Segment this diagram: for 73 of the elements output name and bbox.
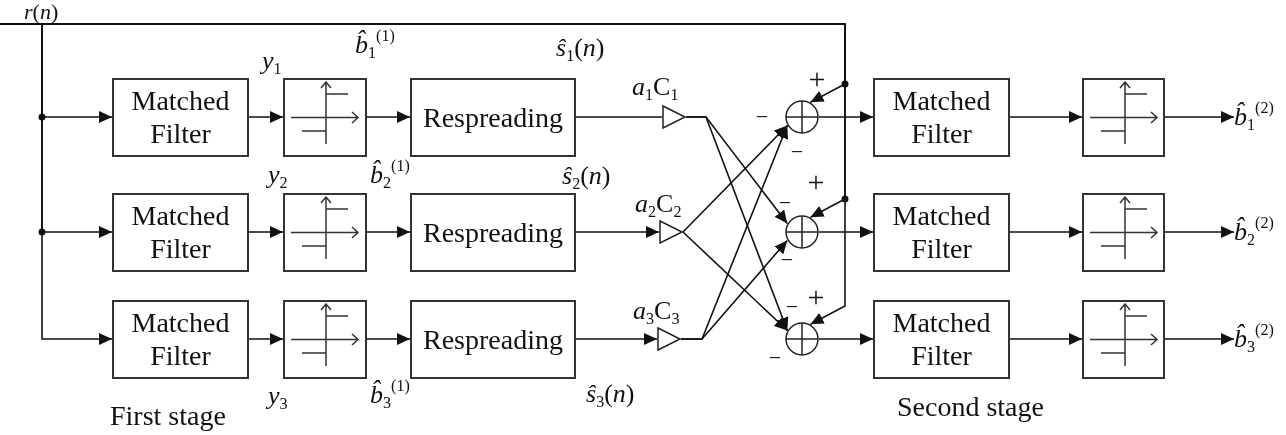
arrow xyxy=(575,226,660,238)
limiter-box xyxy=(283,77,367,157)
box-text: Respreading xyxy=(423,100,563,134)
box-text: Matched Filter xyxy=(891,199,992,265)
sign-label: + xyxy=(807,167,825,197)
arrow xyxy=(1009,333,1083,345)
stage-caption: First stage xyxy=(110,400,226,432)
amplifier-triangle xyxy=(657,327,681,351)
sign-label: − xyxy=(755,108,769,126)
sign-label: + xyxy=(808,64,826,94)
signal-label: ŝ$_{2}$(n) xyxy=(562,161,611,191)
signal-label: y$_{2}$ xyxy=(268,160,288,190)
signal-label: y$_{1}$ xyxy=(262,46,282,76)
arrow xyxy=(248,333,284,345)
sign-label: − xyxy=(768,349,782,367)
limiter-box xyxy=(1082,299,1165,379)
arrow xyxy=(818,226,874,238)
process-box xyxy=(410,77,576,157)
stage-caption: Second stage xyxy=(897,391,1044,423)
arrow xyxy=(1009,111,1083,123)
sign-label: − xyxy=(790,143,804,161)
process-box xyxy=(410,299,576,379)
arrow xyxy=(682,231,789,332)
sign-label: + xyxy=(807,282,825,312)
box-text: Matched Filter xyxy=(891,306,992,372)
summing-junction xyxy=(785,322,819,356)
arrow xyxy=(680,239,789,340)
signal-label: ŝ$_{1}$(n) xyxy=(556,33,605,63)
limiter-box xyxy=(1082,192,1165,272)
arrow xyxy=(682,124,789,233)
box-text: Matched Filter xyxy=(130,306,231,372)
gain-label: a$_{1}$C$_{1}$ xyxy=(632,72,679,102)
sign-label: − xyxy=(780,251,794,269)
box-text: Respreading xyxy=(423,322,563,356)
summing-junction xyxy=(785,100,819,134)
gain-label: a$_{2}$C$_{2}$ xyxy=(635,189,682,219)
arrow xyxy=(1009,226,1083,238)
signal-label: r(n) xyxy=(24,0,59,23)
process-box xyxy=(873,299,1010,379)
signal-label: ŝ$_{3}$(n) xyxy=(586,379,635,409)
arrow xyxy=(818,333,874,345)
process-box xyxy=(112,299,249,379)
gain-label: a$_{3}$C$_{3}$ xyxy=(633,296,680,326)
box-text: Respreading xyxy=(423,215,563,249)
arrow xyxy=(366,226,411,238)
box-text: Matched Filter xyxy=(891,84,992,150)
process-box xyxy=(112,192,249,272)
connector-line xyxy=(575,116,663,118)
arrow xyxy=(366,111,411,123)
arrow xyxy=(366,333,411,345)
sign-label: − xyxy=(778,194,792,212)
arrow xyxy=(575,333,658,345)
limiter-box xyxy=(1082,77,1165,157)
arrow xyxy=(248,226,284,238)
process-box xyxy=(410,192,576,272)
arrow xyxy=(1164,333,1235,345)
process-box xyxy=(112,77,249,157)
process-box xyxy=(873,77,1010,157)
process-box xyxy=(873,192,1010,272)
arrow xyxy=(248,111,284,123)
signal-label: y$_{3}$ xyxy=(268,381,288,411)
limiter-box xyxy=(283,299,367,379)
sign-label: − xyxy=(785,298,799,316)
arrow xyxy=(818,111,874,123)
box-text: Matched Filter xyxy=(130,199,231,265)
arrow xyxy=(0,23,846,326)
arrow xyxy=(1164,111,1235,123)
amplifier-triangle xyxy=(662,105,686,129)
summing-junction xyxy=(785,215,819,249)
box-text: Matched Filter xyxy=(130,84,231,150)
amplifier-triangle xyxy=(659,220,683,244)
arrow xyxy=(1164,226,1235,238)
limiter-box xyxy=(283,192,367,272)
